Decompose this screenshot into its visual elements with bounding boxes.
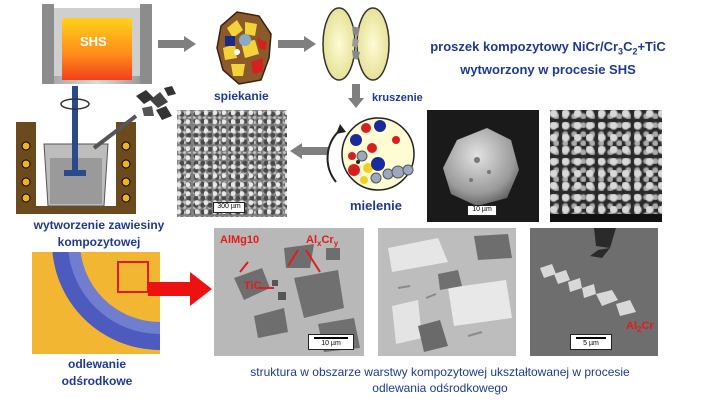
microstructure-image-1: AlMg10 AlxCry TiC 10 µm [214,228,364,356]
label-wytworzenie: wytworzenie zawiesiny kompozytowej [14,217,184,251]
label-odlewanie: odlewanie odśrodkowe [30,356,164,390]
structure-caption: struktura w obszarze warstwy kompozytowe… [200,364,680,396]
arrow-right-2 [278,36,318,57]
scalebar-particle: 10 µm [467,205,497,216]
label-wytworzenie-line2: kompozytowej [57,235,141,249]
centrifugal-casting-image [32,252,160,354]
scalebar-micro-3: 5 µm [570,334,612,350]
microstructure-image-3: Al2Cr 5 µm [530,228,658,356]
annotation-alxcry: AlxCry [306,234,339,249]
label-spiekanie: spiekanie [214,89,269,103]
arrow-right-1 [158,36,198,57]
scalebar-micro-1: 10 µm [308,334,354,350]
annotation-al2cr: Al2Cr [626,320,654,335]
big-red-arrow [148,272,212,311]
composite-powder-title: proszek kompozytowy NiCr/Cr3C2+TiC wytwo… [398,38,698,78]
scalebar-fine-powder: 300 µm [213,202,245,213]
annotation-almg10: AlMg10 [220,234,260,246]
caption-line-1: struktura w obszarze warstwy kompozytowe… [250,365,630,379]
title-line-1: proszek kompozytowy NiCr/Cr3C2+TiC [430,39,666,57]
label-odlewanie-line2: odśrodkowe [61,374,133,388]
sintered-particle-image [215,8,275,88]
annotation-tic: TiC [244,280,262,292]
sem-info-strip [550,214,662,222]
microstructure-image-2 [378,228,516,356]
label-wytworzenie-line1: wytworzenie zawiesiny [33,218,165,232]
sem-particle-image: 10 µm [427,110,539,222]
label-mielenie: mielenie [350,198,403,213]
sem-fine-powder-image: 300 µm [177,110,287,217]
title-line-2: wytworzony w procesie SHS [460,61,636,77]
crusher-rolls [322,6,390,82]
label-odlewanie-line1: odlewanie [67,357,126,371]
ball-mill [322,112,416,198]
caption-line-2: odlewania odśrodkowego [372,381,508,395]
stir-casting-crucible [8,86,178,216]
arrow-down-crush [348,84,364,113]
shs-furnace: SHS [42,4,152,84]
shs-label: SHS [80,34,107,49]
label-kruszenie: kruszenie [372,92,423,104]
sem-agglomerate-image [550,110,662,222]
scalebar-line [314,337,348,339]
scalebar-line [576,337,606,339]
arrow-left-mill [290,143,328,164]
